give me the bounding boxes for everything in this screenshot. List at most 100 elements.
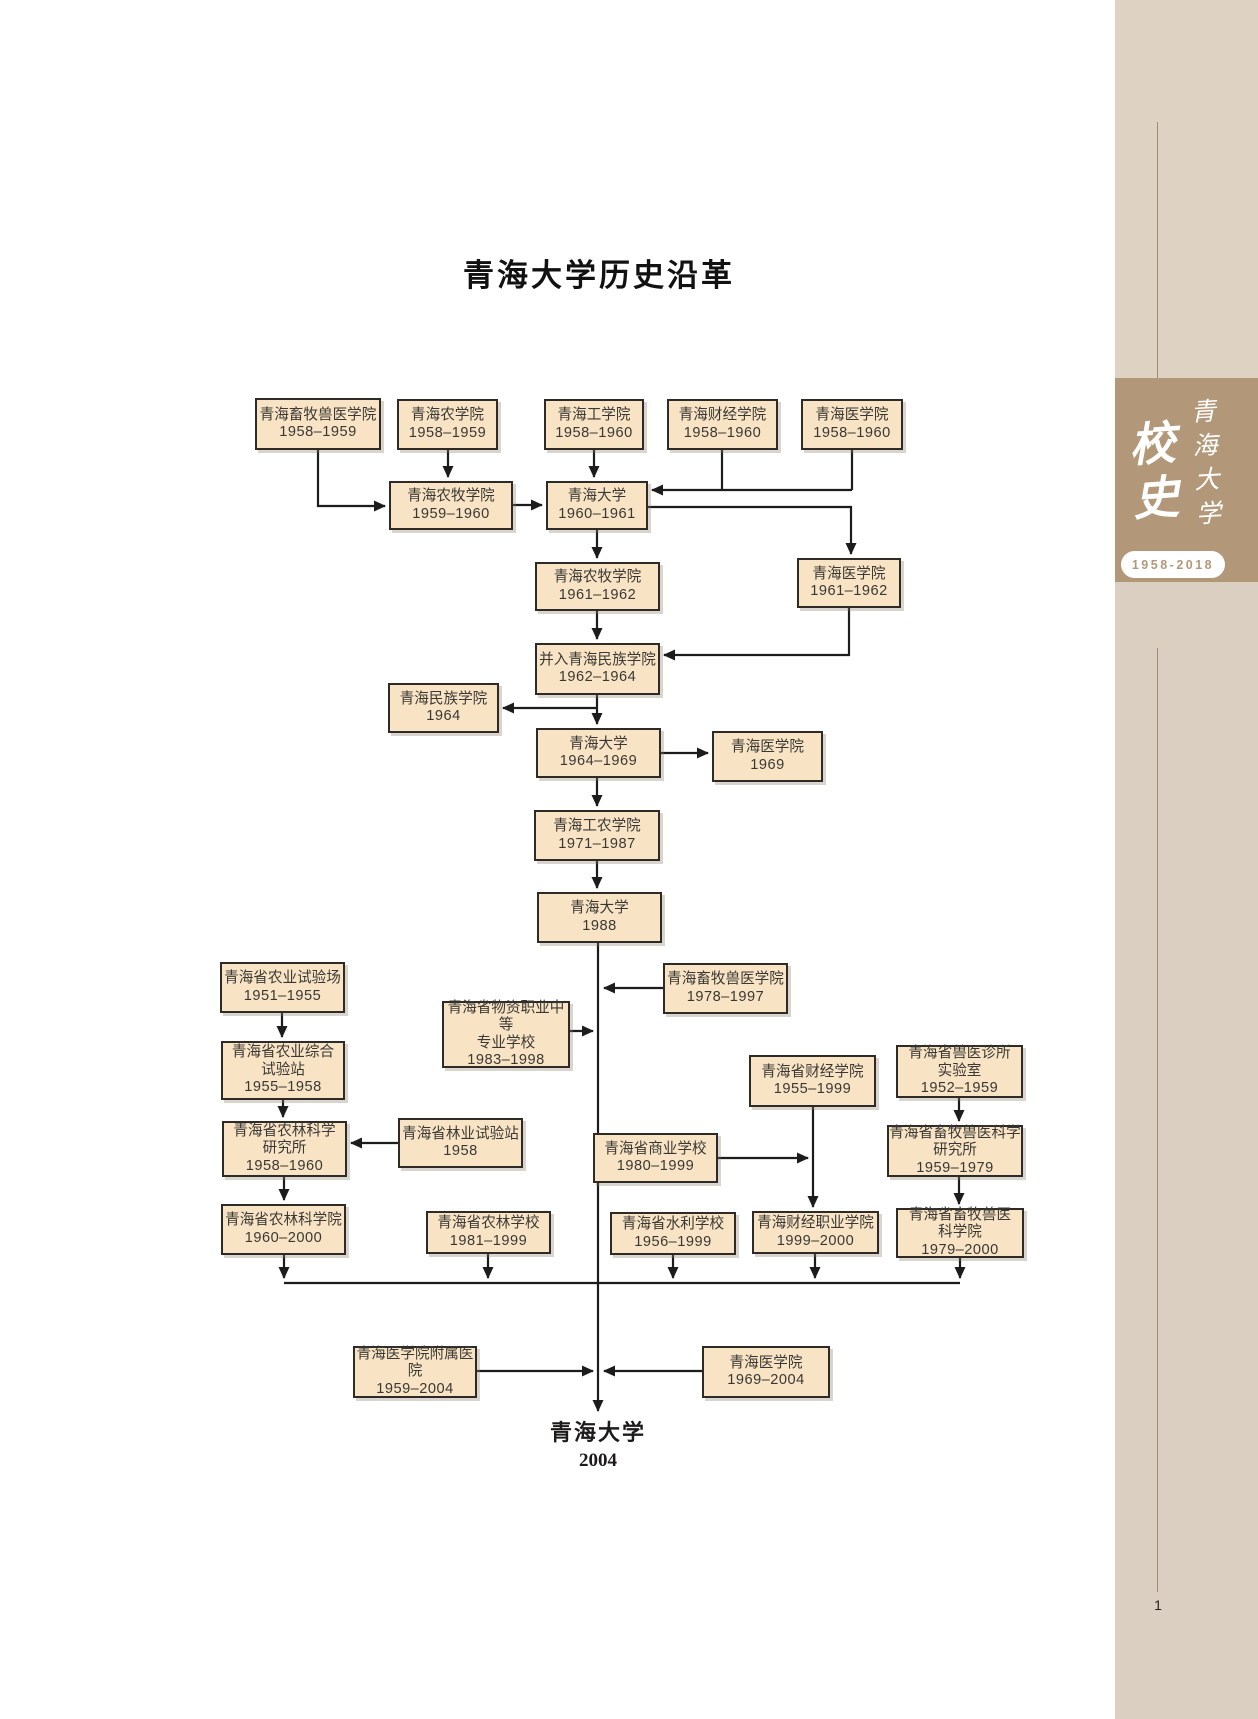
- flow-node: 青海医学院 1969: [712, 731, 823, 782]
- node-years: 1960–1961: [558, 505, 636, 522]
- node-label: 青海省畜牧兽医科学 研究所: [889, 1124, 1021, 1159]
- final-node-name: 青海大学: [549, 1420, 646, 1445]
- flow-node: 青海医学院 1958–1960: [801, 399, 903, 450]
- flow-node: 青海省林业试验站 1958: [398, 1118, 523, 1168]
- final-node: 青海大学 2004: [468, 1418, 728, 1474]
- node-label: 青海省农业试验场: [224, 970, 341, 986]
- flow-node: 青海大学 1960–1961: [546, 481, 648, 530]
- node-years: 1964–1969: [559, 753, 638, 769]
- node-years: 1983–1998: [467, 1052, 545, 1068]
- flow-node: 并入青海民族学院 1962–1964: [535, 643, 660, 695]
- node-label: 青海工学院: [557, 407, 631, 423]
- node-years: 1959–2004: [376, 1380, 454, 1397]
- node-label: 青海农学院: [411, 407, 484, 423]
- sidebar-top-panel: [1115, 0, 1258, 378]
- flow-node: 青海工农学院 1971–1987: [534, 810, 660, 861]
- flow-node: 青海省农林科学 研究所 1958–1960: [222, 1121, 347, 1177]
- node-label: 青海医学院: [731, 739, 804, 755]
- sidebar-bottom-panel: [1115, 582, 1258, 1719]
- node-label: 青海大学: [569, 735, 628, 752]
- page-number: 1: [1154, 1597, 1162, 1613]
- flow-node: 青海畜牧兽医学院 1958–1959: [255, 398, 381, 450]
- flow-node: 青海省物资职业中等 专业学校 1983–1998: [442, 999, 570, 1068]
- node-years: 1969: [750, 756, 785, 773]
- flow-node: 青海大学 1988: [537, 892, 662, 943]
- node-years: 1958–1959: [279, 424, 357, 440]
- sidebar-brand-block: [1115, 378, 1258, 582]
- sidebar-rule-top: [1157, 122, 1158, 378]
- node-label: 青海医学院: [815, 407, 889, 423]
- node-label: 青海省畜牧兽医 科学院: [908, 1206, 1012, 1241]
- final-node-year: 2004: [579, 1450, 617, 1471]
- node-years: 1979–2000: [921, 1241, 999, 1258]
- node-label: 青海畜牧兽医学院: [667, 971, 784, 987]
- node-label: 青海省兽医诊所 实验室: [908, 1045, 1011, 1079]
- node-label: 青海农牧学院: [407, 488, 495, 504]
- node-label: 青海省林业试验站: [402, 1125, 519, 1142]
- flow-node: 青海省财经学院 1955–1999: [749, 1055, 876, 1107]
- node-label: 青海民族学院: [399, 690, 488, 707]
- sidebar-rule-bottom: [1157, 648, 1158, 1592]
- node-years: 1958–1959: [408, 424, 487, 441]
- node-years: 1955–1999: [773, 1081, 852, 1097]
- flow-node: 青海省畜牧兽医 科学院 1979–2000: [896, 1206, 1024, 1258]
- flow-node: 青海省农林学校 1981–1999: [426, 1211, 551, 1254]
- node-label: 青海农牧学院: [553, 569, 642, 585]
- node-years: 1959–1979: [916, 1159, 994, 1176]
- node-label: 青海工农学院: [553, 818, 641, 834]
- node-years: 1971–1987: [558, 835, 636, 852]
- node-years: 1958–1960: [555, 424, 633, 441]
- node-years: 1958: [443, 1143, 478, 1159]
- node-label: 青海省农林科学院: [225, 1212, 342, 1228]
- node-years: 1951–1955: [243, 987, 322, 1004]
- node-label: 并入青海民族学院: [539, 651, 656, 668]
- node-label: 青海省财经学院: [761, 1063, 864, 1080]
- node-label: 青海财经学院: [678, 407, 767, 423]
- node-years: 1952–1959: [920, 1080, 999, 1097]
- flow-node: 青海民族学院 1964: [388, 683, 499, 733]
- node-label: 青海大学: [570, 900, 629, 916]
- node-label: 青海省农林学校: [437, 1215, 540, 1231]
- node-years: 1962–1964: [558, 669, 637, 685]
- node-years: 1988: [582, 917, 617, 934]
- flow-node: 青海省畜牧兽医科学 研究所 1959–1979: [887, 1125, 1023, 1177]
- flow-node: 青海财经职业学院 1999–2000: [752, 1211, 879, 1254]
- flow-node: 青海医学院 1969–2004: [702, 1346, 830, 1398]
- calligraphy-school-history: 校 史: [1127, 417, 1181, 526]
- node-label: 青海医学院: [812, 565, 886, 582]
- flow-node: 青海工学院 1958–1960: [544, 399, 644, 450]
- node-label: 青海省农业综合 试验站: [231, 1044, 335, 1078]
- node-label: 青海大学: [567, 488, 627, 504]
- flow-node: 青海省兽医诊所 实验室 1952–1959: [896, 1045, 1023, 1098]
- flow-node: 青海省农业综合 试验站 1955–1958: [221, 1041, 345, 1100]
- node-years: 1964: [426, 708, 461, 724]
- node-label: 青海畜牧兽医学院: [259, 406, 377, 423]
- node-label: 青海省商业学校: [604, 1140, 707, 1157]
- node-years: 1978–1997: [686, 988, 765, 1005]
- node-years: 1956–1999: [634, 1233, 712, 1250]
- node-label: 青海省农林科学 研究所: [233, 1122, 336, 1157]
- flow-node: 青海省水利学校 1956–1999: [610, 1212, 736, 1255]
- flow-node: 青海医学院 1961–1962: [797, 558, 901, 608]
- flow-node: 青海省农林科学院 1960–2000: [221, 1204, 346, 1255]
- node-label: 青海财经职业学院: [757, 1215, 874, 1231]
- flow-node: 青海农牧学院 1959–1960: [389, 481, 513, 530]
- node-years: 1969–2004: [727, 1372, 805, 1388]
- node-label: 青海省物资职业中等 专业学校: [447, 999, 565, 1051]
- node-years: 1958–1960: [683, 424, 762, 441]
- node-years: 1959–1960: [412, 505, 490, 522]
- flow-node: 青海财经学院 1958–1960: [667, 399, 778, 450]
- flow-node: 青海省农业试验场 1951–1955: [220, 962, 345, 1013]
- node-years: 1981–1999: [449, 1232, 528, 1249]
- anniversary-badge: 1958-2018: [1121, 551, 1225, 578]
- flow-node: 青海医学院附属医院 1959–2004: [353, 1346, 477, 1398]
- node-label: 青海医学院: [729, 1354, 803, 1371]
- flow-node: 青海省商业学校 1980–1999: [593, 1133, 718, 1183]
- flow-node: 青海农学院 1958–1959: [397, 399, 498, 450]
- node-years: 1958–1960: [813, 424, 891, 441]
- node-years: 1960–2000: [244, 1229, 323, 1246]
- flow-node: 青海农牧学院 1961–1962: [535, 562, 660, 611]
- node-label: 青海医学院附属医院: [356, 1345, 474, 1380]
- node-years: 1961–1962: [810, 583, 888, 599]
